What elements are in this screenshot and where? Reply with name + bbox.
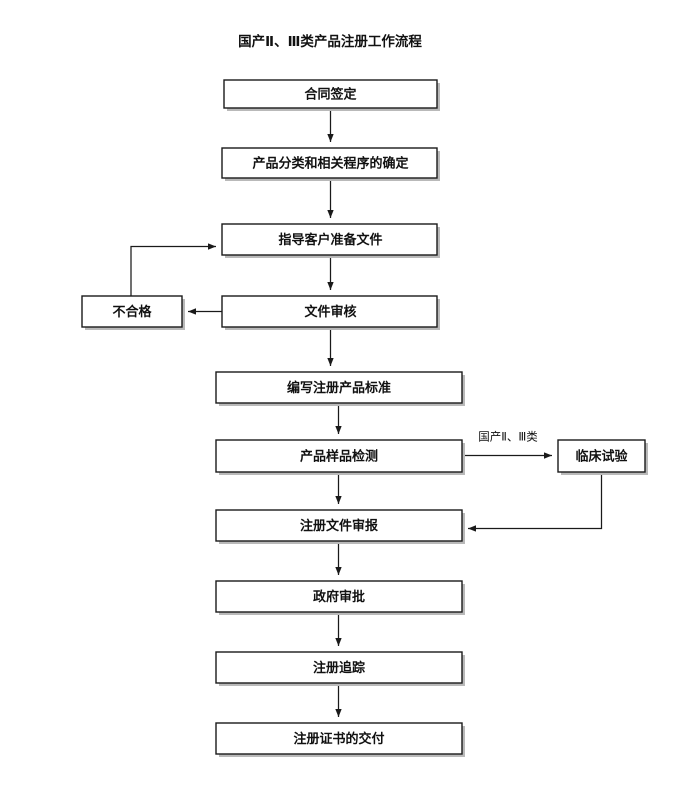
- node-label-clinical-trial: 临床试验: [575, 449, 628, 465]
- node-label-product-classification: 产品分类和相关程序的确定: [252, 156, 408, 172]
- node-label-write-product-standard: 编写注册产品标准: [287, 380, 391, 396]
- node-document-review[interactable]: 文件审核: [221, 295, 440, 330]
- node-registration-submission[interactable]: 注册文件审报: [215, 509, 465, 544]
- edge-unqualified-to-guidance: [130, 243, 216, 296]
- node-label-registration-tracking: 注册追踪: [313, 660, 365, 676]
- node-product-sample-testing[interactable]: 产品样品检测: [215, 439, 465, 475]
- node-unqualified[interactable]: 不合格: [81, 295, 185, 330]
- diagram-title: 国产Ⅱ、Ⅲ类产品注册工作流程: [238, 33, 422, 50]
- node-label-document-review: 文件审核: [304, 304, 356, 320]
- node-certificate-delivery[interactable]: 注册证书的交付: [215, 722, 465, 757]
- node-contract-signing[interactable]: 合同签定: [223, 79, 440, 111]
- node-layer: 合同签定 产品分类和相关程序的确定 指导客户准备文件 文件审核 编写注册: [81, 79, 648, 757]
- edge-layer: 国产Ⅱ、Ⅲ类: [130, 108, 603, 717]
- edge-clinical-trial-to-submission: [468, 472, 603, 532]
- edge-label-domestic-class-2-3: 国产Ⅱ、Ⅲ类: [478, 430, 538, 444]
- node-label-certificate-delivery: 注册证书的交付: [293, 731, 384, 747]
- node-label-unqualified: 不合格: [112, 304, 152, 320]
- node-write-product-standard[interactable]: 编写注册产品标准: [215, 371, 465, 406]
- node-product-classification[interactable]: 产品分类和相关程序的确定: [221, 147, 440, 181]
- node-guide-customer-documents[interactable]: 指导客户准备文件: [221, 223, 440, 258]
- node-label-guide-customer-documents: 指导客户准备文件: [278, 232, 382, 248]
- node-label-product-sample-testing: 产品样品检测: [300, 449, 378, 465]
- node-label-contract-signing: 合同签定: [304, 87, 356, 103]
- node-government-approval[interactable]: 政府审批: [215, 580, 465, 615]
- node-registration-tracking[interactable]: 注册追踪: [215, 651, 465, 686]
- node-label-government-approval: 政府审批: [313, 589, 365, 605]
- node-label-registration-submission: 注册文件审报: [300, 518, 379, 534]
- node-clinical-trial[interactable]: 临床试验: [557, 439, 648, 475]
